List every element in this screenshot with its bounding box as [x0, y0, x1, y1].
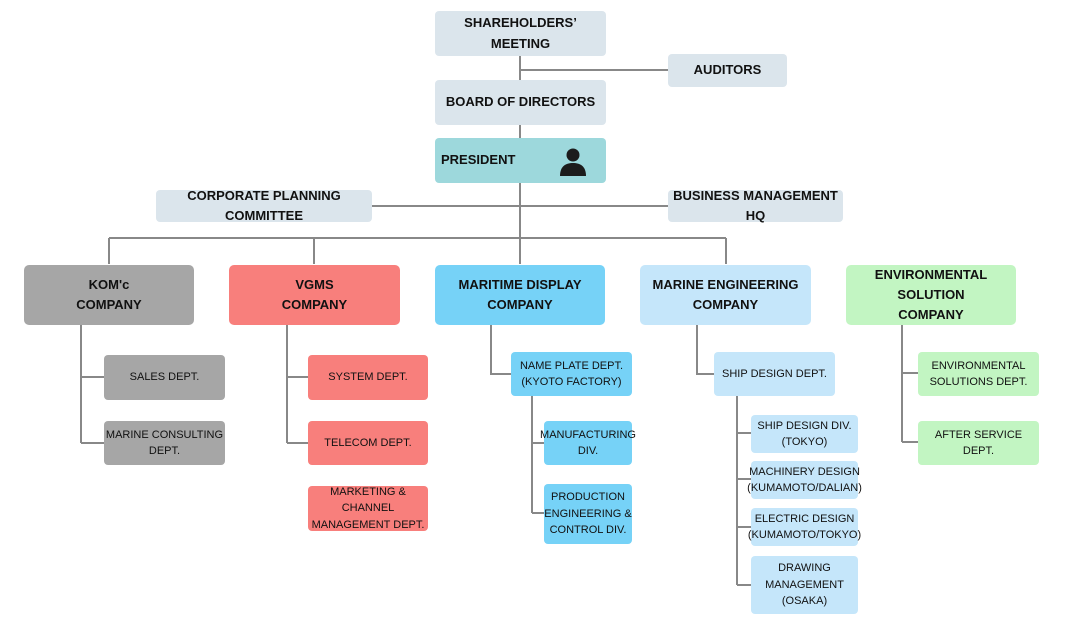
electric-design-box: ELECTRIC DESIGN(KUMAMOTO/TOKYO)	[748, 508, 861, 546]
connector-marine-shipdesign	[696, 325, 714, 375]
connector-marine-divs	[736, 396, 751, 586]
machinery-design-box: MACHINERY DESIGN(KUMAMOTO/DALIAN)	[747, 461, 862, 499]
telecom-dept-box: TELECOM DEPT.	[308, 421, 428, 465]
name-plate-dept-box: NAME PLATE DEPT.(KYOTO FACTORY)	[511, 352, 632, 396]
ship-design-div-box: SHIP DESIGN DIV.(TOKYO)	[751, 415, 858, 453]
ship-design-dept-box: SHIP DESIGN DEPT.	[714, 352, 835, 396]
system-dept-box: SYSTEM DEPT.	[308, 355, 428, 400]
connector-vgms-depts	[286, 325, 308, 444]
business-management-hq-box: BUSINESS MANAGEMENT HQ	[668, 188, 843, 223]
shareholders-meeting-box: SHAREHOLDERS’ MEETING	[435, 11, 606, 56]
connector-maritime-divs	[531, 396, 544, 514]
connector-env-depts	[901, 325, 918, 443]
after-service-dept-box: AFTER SERVICE DEPT.	[918, 421, 1039, 465]
president-box: PRESIDENT	[435, 138, 606, 183]
connector-komc-depts	[80, 325, 104, 444]
person-silhouette-icon	[560, 148, 586, 176]
corporate-planning-committee-box: CORPORATE PLANNING COMMITTEE	[156, 188, 372, 223]
connector-maritime-nameplate	[490, 325, 511, 375]
sales-dept-box: SALES DEPT.	[104, 355, 225, 400]
auditors-box: AUDITORS	[668, 54, 787, 87]
board-of-directors-box: BOARD OF DIRECTORS	[435, 80, 606, 125]
